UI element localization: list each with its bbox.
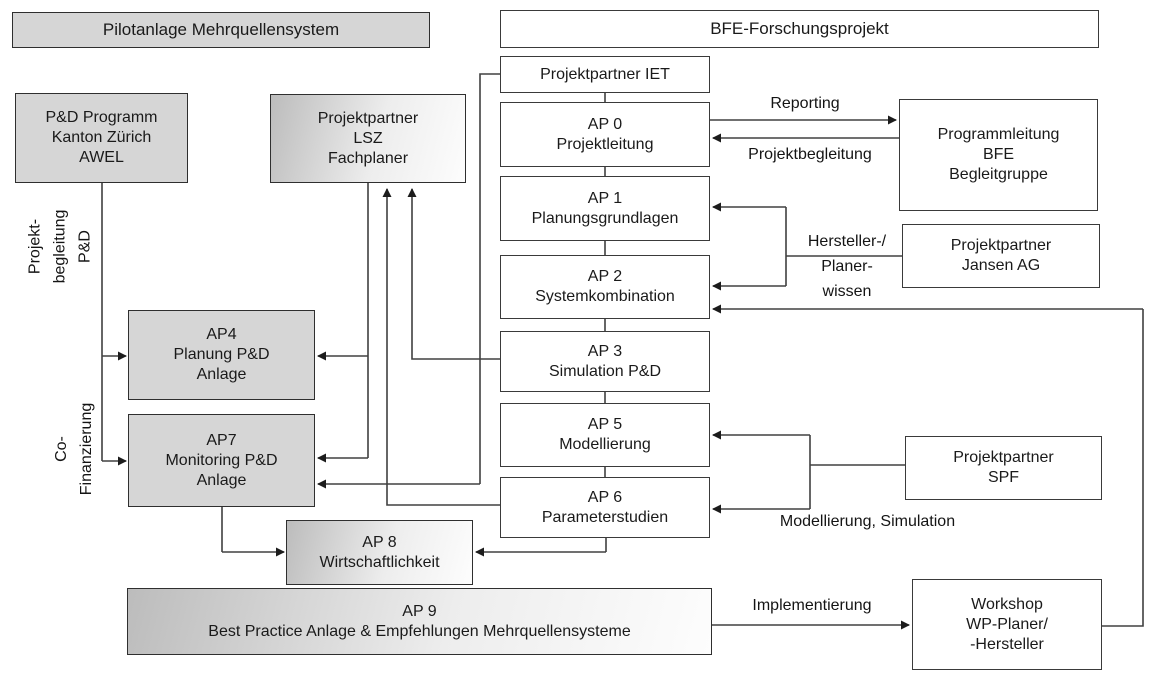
box-projektpartner-iet: Projektpartner IET xyxy=(500,56,710,93)
edge-label-reporting: Reporting xyxy=(770,95,840,112)
header-pilotanlage: Pilotanlage Mehrquellensystem xyxy=(12,12,430,48)
header-bfe-forschungsprojekt: BFE-Forschungsprojekt xyxy=(500,10,1099,48)
edge-label-projektbegleitung: Projektbegleitung xyxy=(748,146,872,163)
edge-label-hersteller-planerwissen: Hersteller-/Planer-wissen xyxy=(807,233,887,300)
plain-connectors xyxy=(101,73,1144,627)
edge-label-implementierung: Implementierung xyxy=(752,597,872,614)
arrow-connectors xyxy=(102,115,1143,630)
rotated-label-co-finanzierung: Co-Finanzierung xyxy=(53,402,95,496)
edge-label-modellierung-simulation: Modellierung, Simulation xyxy=(779,513,956,530)
